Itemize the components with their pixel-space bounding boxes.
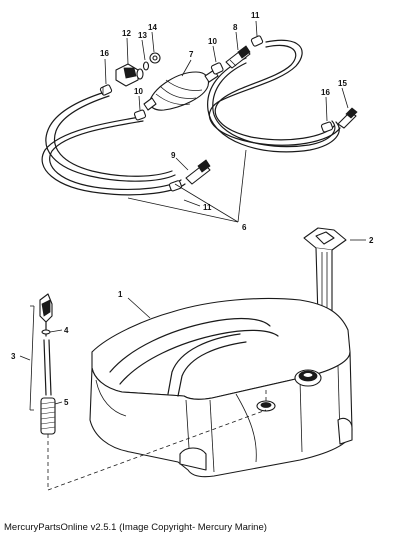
callout-10-lower: 10 [134,87,143,96]
hose-clamp-11-lower [168,180,182,192]
callout-12: 12 [122,29,131,38]
fuel-tank-1 [47,297,353,491]
callout-5: 5 [64,398,69,407]
hose-clamp-16-left [99,84,113,96]
fitting-8 [225,45,251,69]
primer-bulb-7 [143,69,219,111]
callout-11-upper: 11 [251,11,260,20]
exploded-parts-diagram: 16 12 13 14 7 10 8 11 10 9 16 15 11 6 2 … [11,11,374,491]
image-caption: MercuryPartsOnline v2.5.1 (Image Copyrig… [4,522,267,533]
callout-1: 1 [118,290,123,299]
callout-16-left: 16 [100,49,109,58]
fuel-pickup-tube-3 [29,293,53,411]
callout-4: 4 [64,326,69,335]
callout-6: 6 [242,223,247,232]
o-ring-4 [41,329,51,335]
callout-13: 13 [138,31,147,40]
hose-clamp-16-right [320,121,334,133]
washer-14 [149,52,161,64]
fuel-filter-5 [40,397,56,490]
callout-10-upper: 10 [208,37,217,46]
callout-2: 2 [369,236,374,245]
callout-8: 8 [233,23,238,32]
callout-labels: 16 12 13 14 7 10 8 11 10 9 16 15 11 6 2 … [11,11,374,407]
o-ring-13 [142,61,150,71]
callout-3: 3 [11,352,16,361]
fitting-15 [337,107,358,129]
fitting-9 [185,159,211,185]
hose-clamp-10-upper [210,62,224,75]
hose-clamp-10-lower [133,109,147,121]
callout-15: 15 [338,79,347,88]
callout-14: 14 [148,23,157,32]
callout-11-lower: 11 [203,203,212,212]
callout-9: 9 [171,151,176,160]
fuel-hose-assembly [41,39,341,196]
hose-clamp-11-upper [250,35,264,47]
callout-16-right: 16 [321,88,330,97]
connector-12 [115,63,144,87]
callout-7: 7 [189,50,194,59]
leader-lines [19,20,366,405]
